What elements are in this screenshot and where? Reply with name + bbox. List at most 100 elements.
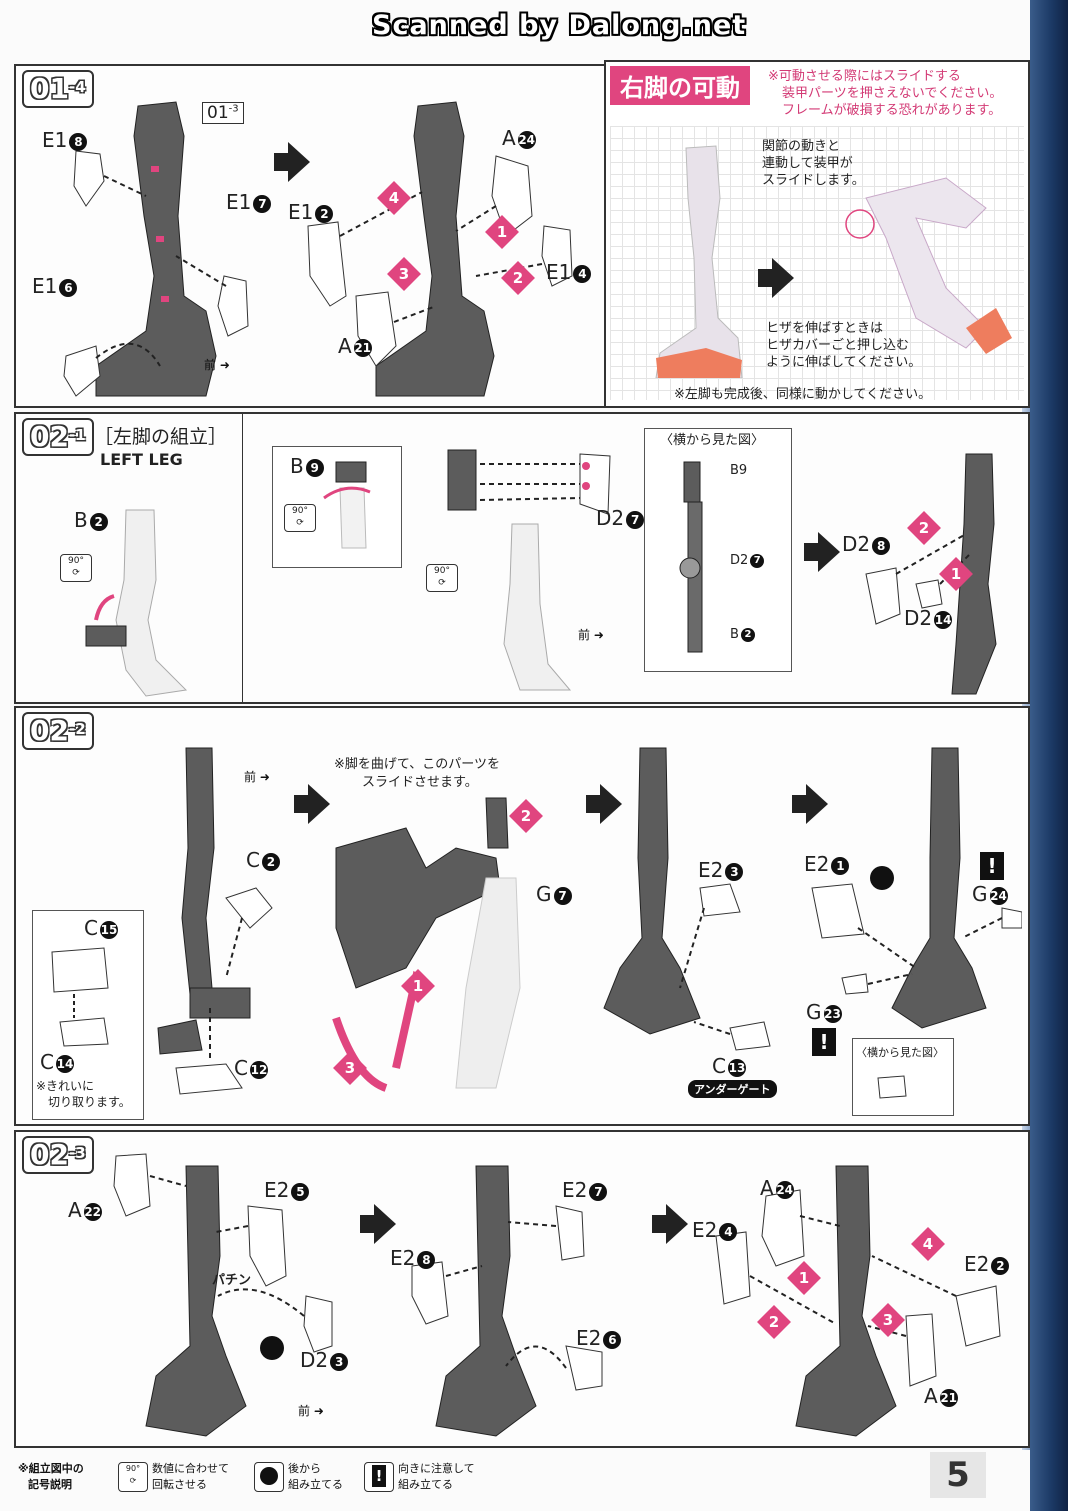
under-gate-tag: アンダーゲート	[688, 1080, 777, 1098]
leg-frame-c-parts	[157, 747, 273, 1095]
movement-note-2: 連動して装甲が	[762, 156, 853, 171]
legend-rotate-1: 数値に合わせて	[152, 1462, 229, 1475]
front-indicator: 前 ➜	[244, 770, 270, 784]
leg-straight-frame	[655, 145, 743, 378]
next-arrow	[294, 784, 330, 824]
next-arrow	[792, 784, 828, 824]
c15-c14-parts	[51, 947, 109, 1047]
section-subtitle: LEFT LEG	[100, 450, 183, 469]
order-marker-1: 1	[939, 557, 973, 591]
legend-title-1: ※組立図中の	[18, 1462, 84, 1475]
cut-note-1: ※きれいに	[36, 1079, 95, 1093]
knee-note-2: ヒザカバーごと押し込む	[766, 338, 910, 353]
leg-bent-frame	[845, 177, 1012, 354]
order-marker-4: 4	[911, 1227, 945, 1261]
leg-assembly-right	[307, 101, 573, 397]
order-marker-1: 1	[401, 969, 435, 1003]
leg-frame-with-d2	[447, 449, 611, 691]
care-orientation-icon: !	[812, 1028, 836, 1056]
step-number: 02-3	[22, 1136, 94, 1174]
order-marker-3: 3	[333, 1051, 367, 1085]
leg-frame-e2-3	[603, 747, 771, 1051]
side-view-label: 〈横から見た図〉	[856, 1046, 944, 1059]
movement-note-3: スライドします。	[762, 173, 865, 188]
leg-assembly-a22	[113, 1153, 333, 1437]
leg-assembly-left	[63, 101, 249, 397]
side-view-frame	[679, 461, 703, 653]
leg-frame-e2-1	[811, 747, 1022, 1029]
order-marker-2: 2	[509, 799, 543, 833]
page-number: 5	[930, 1452, 986, 1498]
order-marker-2: 2	[501, 261, 535, 295]
order-marker-4: 4	[377, 181, 411, 215]
movement-warning-3: フレームが破損する恐れがあります。	[782, 103, 1002, 118]
bent-leg-slide	[332, 797, 521, 1092]
order-marker-2: 2	[907, 511, 941, 545]
order-marker-3: 3	[871, 1303, 905, 1337]
movement-warning-2: 装甲パーツを押さえないでください。	[782, 86, 1003, 101]
order-marker-1: 1	[485, 215, 519, 249]
rotate-90-icon: 90°⟳	[284, 504, 316, 532]
legend-after-2: 組み立てる	[288, 1478, 343, 1491]
c15-c14-inset	[32, 910, 144, 1120]
side-label-b9: B9	[730, 463, 748, 478]
slide-note-1: ※脚を曲げて、このパーツを	[334, 757, 500, 772]
reference-step: 01-3	[202, 102, 244, 124]
b9-part	[323, 461, 371, 549]
next-arrow	[804, 532, 840, 572]
slide-note-2: スライドさせます。	[362, 775, 478, 790]
rotate-90-icon: 90°⟳	[426, 564, 458, 592]
movement-note-1: 関節の動きと	[762, 139, 841, 154]
leg-assembly-final	[715, 1165, 1001, 1437]
order-marker-3: 3	[387, 257, 421, 291]
next-arrow	[586, 784, 622, 824]
cut-note-2: 切り取ります。	[48, 1095, 131, 1109]
divider	[242, 414, 243, 702]
step-number: 02-1	[22, 418, 94, 456]
care-orientation-icon: !	[364, 1462, 394, 1492]
side-view-inset	[644, 428, 792, 672]
click-sound-text: パチン	[212, 1273, 252, 1288]
movement-arrow	[758, 258, 794, 298]
order-marker-2: 2	[757, 1305, 791, 1339]
knee-note-1: ヒザを伸ばすときは	[766, 321, 884, 336]
legend-after-1: 後から	[288, 1462, 321, 1475]
front-indicator: 前 ➜	[204, 358, 230, 372]
next-arrow	[360, 1204, 396, 1244]
rotate-90-icon: 90°⟳	[60, 554, 92, 582]
movement-title: 右脚の可動	[610, 66, 750, 105]
next-arrow	[652, 1204, 688, 1244]
leg-assembly-e2-7	[411, 1165, 603, 1437]
legend-care-2: 組み立てる	[398, 1478, 453, 1491]
